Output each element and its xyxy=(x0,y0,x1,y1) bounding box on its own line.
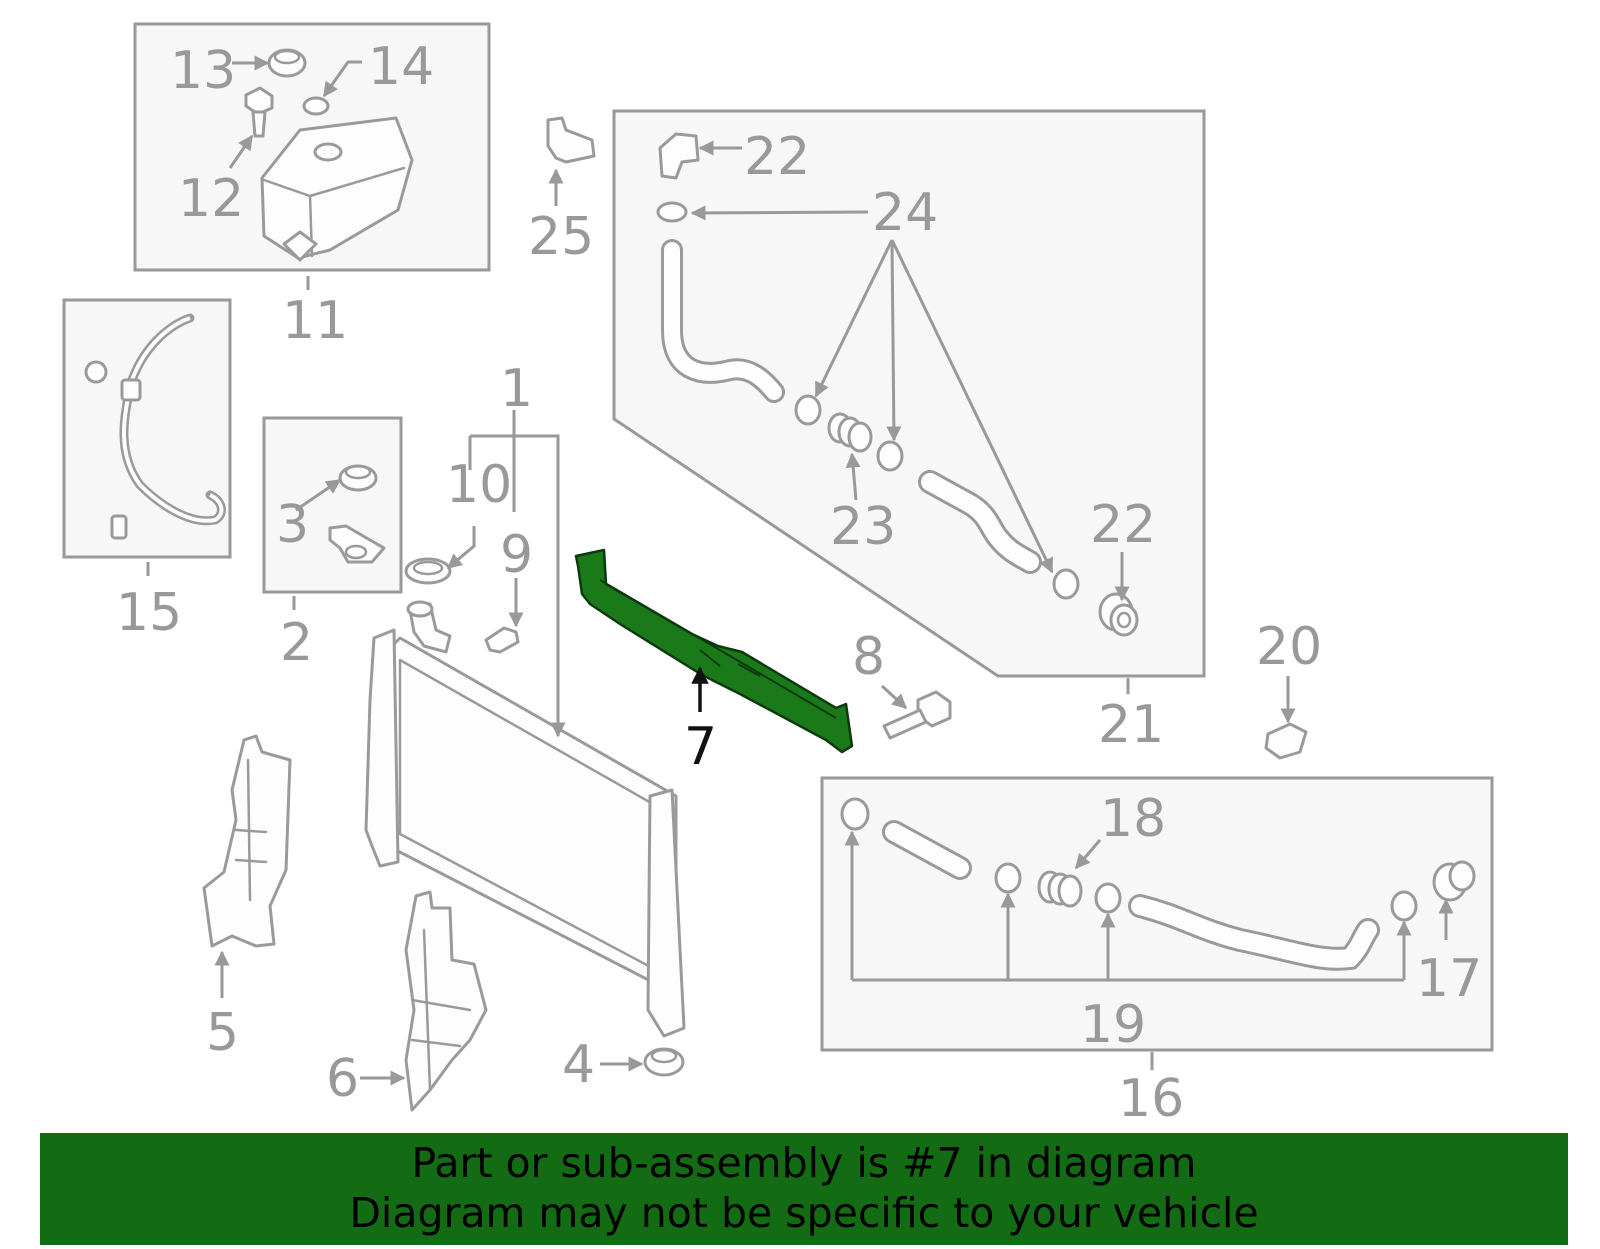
callout-5: 5 xyxy=(206,1003,239,1063)
group-box-2 xyxy=(262,416,403,594)
clip-25-icon xyxy=(546,116,596,164)
callout-10: 10 xyxy=(446,455,512,515)
clamp-20-icon xyxy=(1264,722,1308,760)
callout-25: 25 xyxy=(528,207,594,267)
clamp-19-c-icon xyxy=(1094,882,1122,914)
callout-18: 18 xyxy=(1100,789,1166,849)
group-box-21 xyxy=(612,109,1206,678)
seal-ring-icon xyxy=(404,557,452,585)
callout-3: 3 xyxy=(276,495,309,555)
banner-line-2: Diagram may not be specific to your vehi… xyxy=(349,1189,1259,1237)
callout-4: 4 xyxy=(562,1035,595,1095)
callout-15: 15 xyxy=(116,583,182,643)
clamp-19-b-icon xyxy=(994,862,1022,894)
radiator-cap-icon xyxy=(338,464,378,492)
callout-11: 11 xyxy=(282,291,348,351)
callout-19: 19 xyxy=(1080,995,1146,1055)
clamp-24-a-icon xyxy=(794,394,822,426)
callout-22-top: 22 xyxy=(744,127,810,187)
connector-23-icon xyxy=(827,412,873,453)
reservoir-cap-icon xyxy=(267,48,307,78)
radiator-icon xyxy=(364,600,686,1038)
callout-17: 17 xyxy=(1416,949,1482,1009)
washer-icon xyxy=(302,96,330,116)
callout-21: 21 xyxy=(1098,695,1164,755)
radiator-support-bar-highlighted xyxy=(574,548,854,754)
callout-7-highlighted: 7 xyxy=(684,717,717,777)
callout-20: 20 xyxy=(1256,617,1322,677)
clamp-24-b-icon xyxy=(876,440,904,472)
callout-22-bottom: 22 xyxy=(1090,495,1156,555)
callout-13: 13 xyxy=(170,41,236,101)
cap-bracket-icon xyxy=(328,524,386,564)
info-banner: Part or sub-assembly is #7 in diagram Di… xyxy=(40,1133,1568,1245)
callout-1: 1 xyxy=(500,359,533,419)
connector-18-icon xyxy=(1037,870,1083,908)
lower-hose-21-icon xyxy=(918,470,1042,574)
elbow-fitting-22-top-icon xyxy=(658,132,700,180)
clamp-24-top-icon xyxy=(656,201,688,223)
callout-16: 16 xyxy=(1118,1069,1184,1129)
group-box-15 xyxy=(62,298,232,559)
clamp-24-c-icon xyxy=(1052,568,1080,600)
callout-9: 9 xyxy=(500,525,533,585)
long-hose-16-icon xyxy=(1128,894,1380,971)
clamp-19-a-icon xyxy=(840,797,870,831)
fitting-17-icon xyxy=(1432,860,1476,902)
overflow-hose-icon xyxy=(84,313,226,540)
callout-24: 24 xyxy=(872,183,938,243)
leader-lines xyxy=(146,55,1454,1086)
bolt-12-icon xyxy=(244,86,274,138)
reservoir-tank-icon xyxy=(260,116,414,262)
upper-hose-icon xyxy=(661,239,785,403)
callout-2: 2 xyxy=(280,613,313,673)
bolt-8-icon xyxy=(882,690,952,740)
short-hose-16-icon xyxy=(882,820,972,880)
air-guard-right-icon xyxy=(404,890,488,1112)
callout-14: 14 xyxy=(368,37,434,97)
callout-12: 12 xyxy=(178,169,244,229)
callout-23: 23 xyxy=(830,497,896,557)
drain-plug-icon xyxy=(484,626,520,654)
insulator-icon xyxy=(643,1047,685,1077)
callout-8: 8 xyxy=(852,627,885,687)
banner-line-1: Part or sub-assembly is #7 in diagram xyxy=(411,1139,1197,1187)
clamp-19-d-icon xyxy=(1390,890,1418,922)
air-guard-left-icon xyxy=(202,734,292,948)
callout-6: 6 xyxy=(326,1049,359,1109)
